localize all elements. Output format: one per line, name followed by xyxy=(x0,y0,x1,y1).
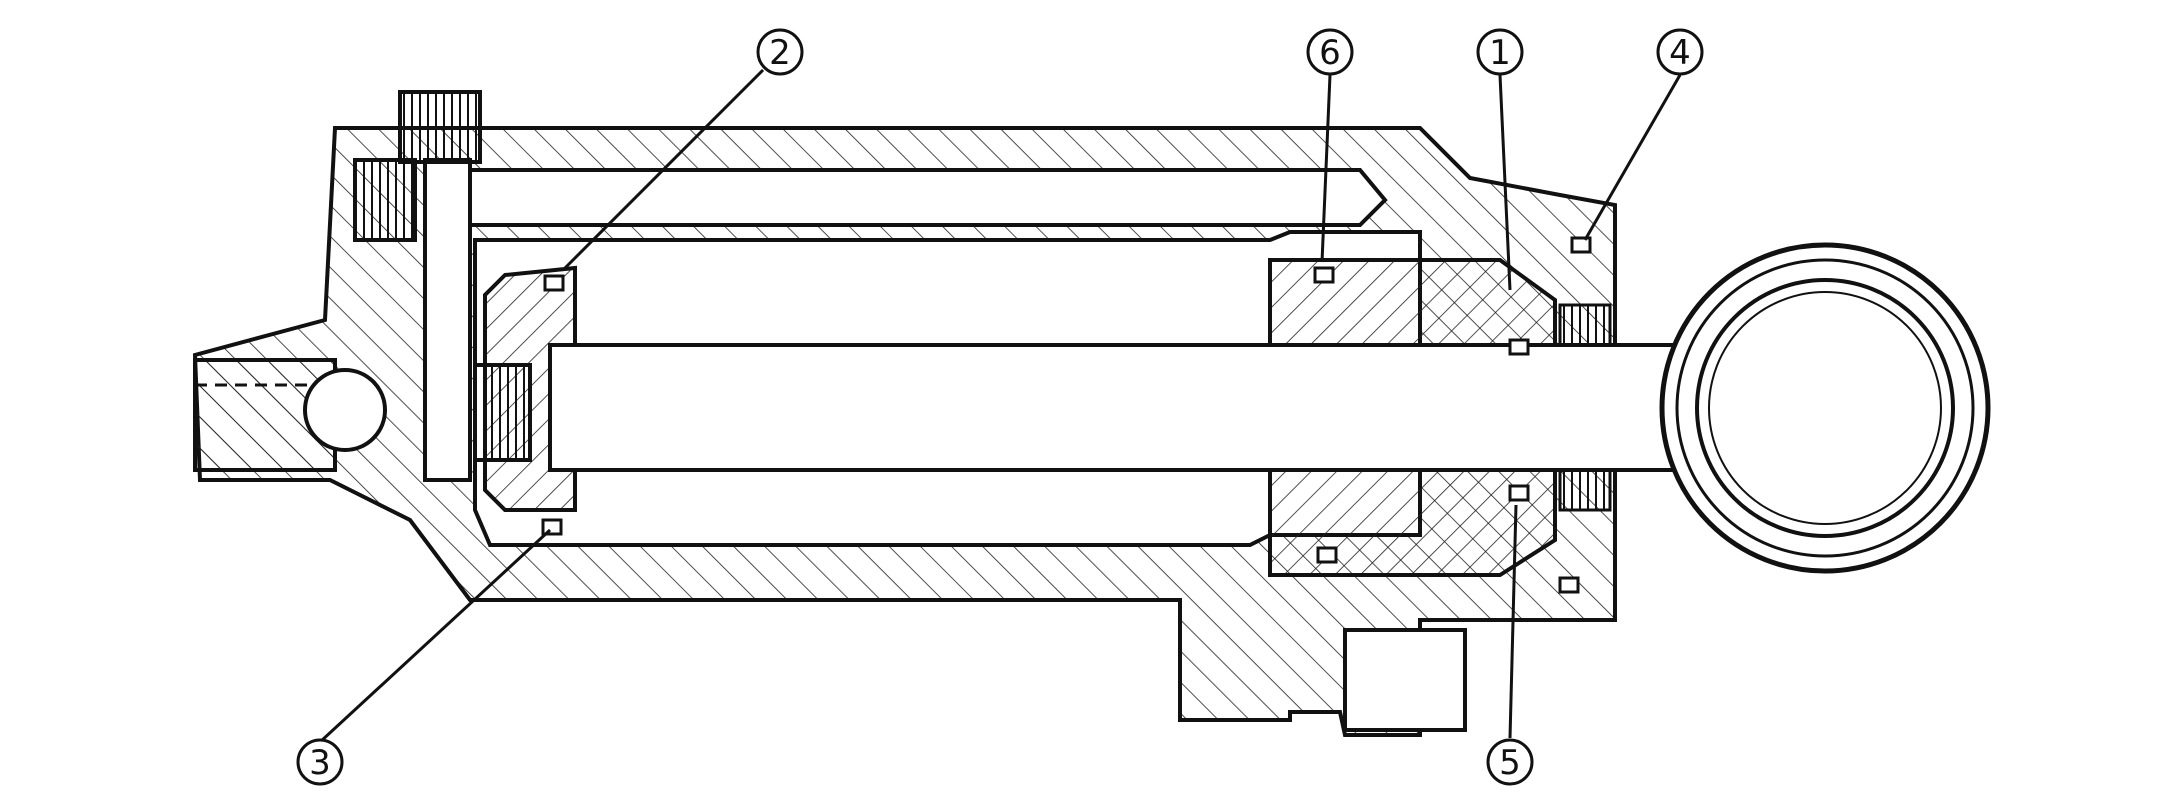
callout-3-label: 3 xyxy=(309,743,331,783)
piston-rod xyxy=(548,343,1682,472)
callout-5-label: 5 xyxy=(1499,743,1521,783)
callout-5: 5 xyxy=(1486,738,1534,786)
rod-end-eye xyxy=(1615,242,1991,574)
callout-1: 1 xyxy=(1476,28,1524,76)
callout-3: 3 xyxy=(296,738,344,786)
callout-4: 4 xyxy=(1656,28,1704,76)
callout-4-label: 4 xyxy=(1669,33,1691,73)
bottom-port-boss xyxy=(1343,628,1467,732)
leader-lines xyxy=(318,68,1682,744)
rear-mount xyxy=(193,358,387,472)
callout-2: 2 xyxy=(756,28,804,76)
rod-guide xyxy=(1268,258,1612,577)
callout-2-label: 2 xyxy=(769,33,791,73)
callout-6-label: 6 xyxy=(1319,33,1341,73)
callouts: 2 6 1 4 3 5 xyxy=(296,28,1704,786)
rear-port-fitting xyxy=(353,90,482,242)
callout-6: 6 xyxy=(1306,28,1354,76)
callout-1-label: 1 xyxy=(1489,33,1511,73)
